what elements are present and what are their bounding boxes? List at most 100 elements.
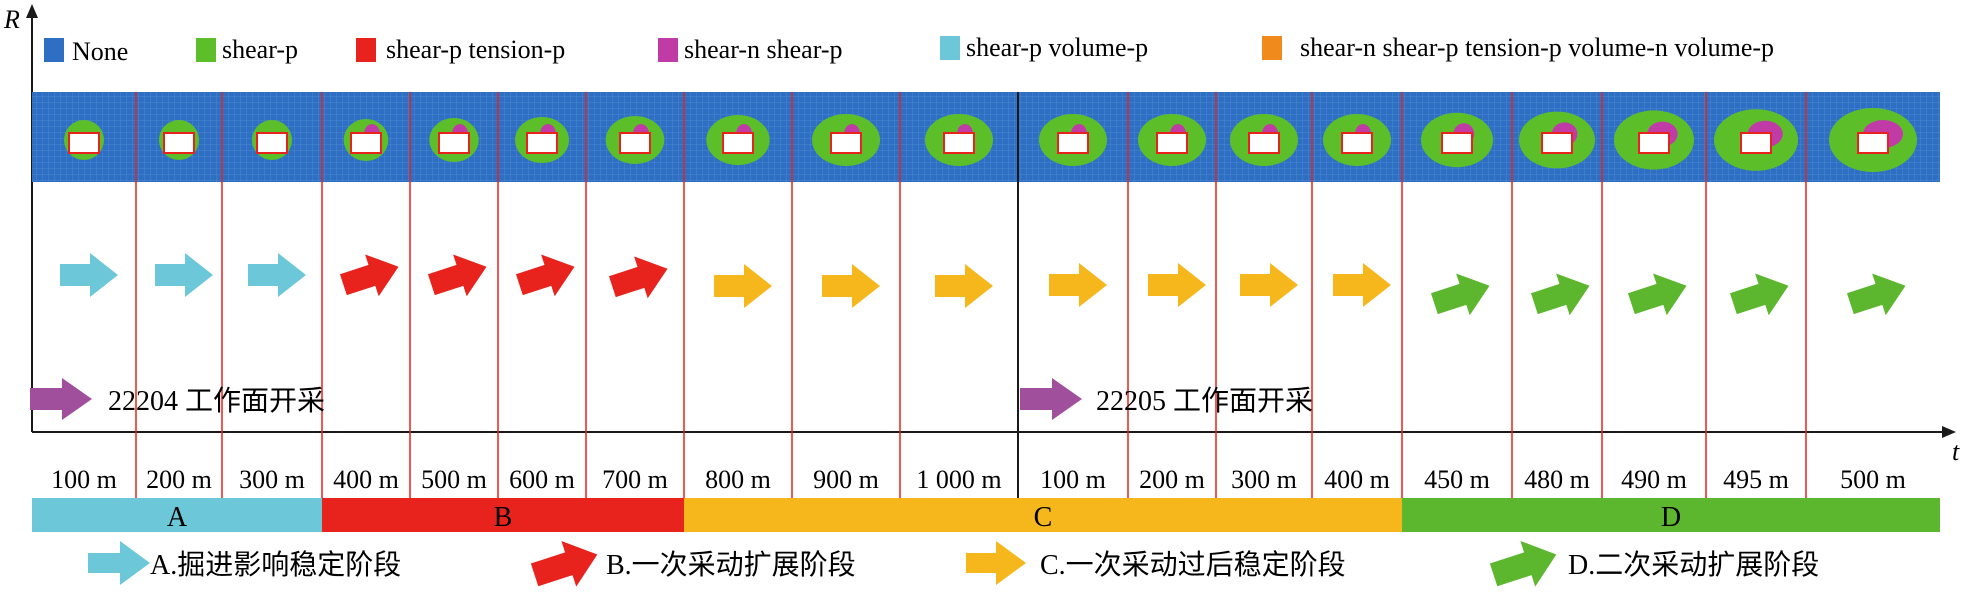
roadway-opening — [350, 132, 382, 154]
legend-label-shear-n-shear-p: shear-n shear-p — [684, 35, 843, 64]
roadway-opening — [256, 132, 288, 154]
stage-letter-b: B — [494, 502, 513, 533]
legend: None shear-p shear-p tension-p shear-n s… — [44, 33, 1774, 66]
roadway-opening — [722, 132, 754, 154]
x-axis-label: t — [1952, 437, 1960, 466]
legend-swatch-shear-p — [196, 38, 216, 62]
distance-label: 200 m — [146, 465, 212, 494]
face-marker-22204: 22204 工作面开采 — [30, 378, 325, 420]
distance-label: 700 m — [602, 465, 668, 494]
stage-arrow-icon — [1430, 273, 1490, 316]
stage-c-description: C.一次采动过后稳定阶段 — [1040, 549, 1346, 581]
legend-label-shear-p: shear-p — [222, 35, 298, 64]
panel-12: 200 m — [1138, 114, 1206, 494]
distance-label: 500 m — [421, 465, 487, 494]
panel-16: 480 m — [1519, 111, 1595, 494]
distance-label: 450 m — [1424, 465, 1490, 494]
roadway-opening — [619, 132, 651, 154]
panel-13: 300 m — [1230, 114, 1298, 494]
roadway-opening — [943, 132, 975, 154]
stage-legend: A.掘进影响稳定阶段 B.一次采动扩展阶段 C.一次采动过后稳定阶段 D.二次采… — [88, 540, 1819, 587]
stage-a-description: A.掘进影响稳定阶段 — [150, 549, 401, 581]
stage-bar: A B C D — [32, 498, 1940, 533]
stage-segment-d — [1402, 498, 1940, 532]
panel-19: 500 m — [1829, 108, 1917, 494]
legend-label-none: None — [72, 37, 128, 66]
panel-9: 900 m — [812, 114, 880, 494]
roadway-opening — [1248, 132, 1280, 154]
stage-segment-b — [322, 498, 684, 532]
distance-label: 200 m — [1139, 465, 1205, 494]
panels: 100 m 200 m 300 m 400 m 500 m 600 m 700 m 800 m… — [51, 92, 1917, 498]
roadway-opening — [1638, 132, 1670, 154]
stage-d-arrow-icon — [1489, 540, 1557, 587]
stage-arrow-icon — [1333, 263, 1391, 307]
panel-5: 500 m — [421, 118, 487, 494]
stage-arrow-icon — [1530, 273, 1590, 316]
stage-b-description: B.一次采动扩展阶段 — [606, 549, 856, 581]
legend-label-shear-p-volume-p: shear-p volume-p — [966, 33, 1148, 62]
stage-arrow-icon — [248, 253, 306, 297]
stage-arrow-icon — [515, 254, 575, 297]
distance-label: 300 m — [239, 465, 305, 494]
panel-1: 100 m — [51, 120, 118, 494]
distance-label: 495 m — [1723, 465, 1789, 494]
y-axis-label: R — [3, 5, 20, 34]
stage-letter-c: C — [1034, 502, 1053, 533]
roadway-opening — [1057, 132, 1089, 154]
panel-6: 600 m — [509, 117, 575, 494]
legend-label-shear-p-tension-p: shear-p tension-p — [386, 35, 565, 64]
stage-segment-a — [32, 498, 322, 532]
roadway-opening — [68, 132, 100, 154]
distance-label: 100 m — [1040, 465, 1106, 494]
face-label-22205: 22205 工作面开采 — [1096, 385, 1313, 417]
stage-segment-c — [684, 498, 1402, 532]
roadway-opening — [830, 132, 862, 154]
roadway-opening — [526, 132, 558, 154]
stage-arrow-icon — [60, 253, 118, 297]
legend-label-mixed: shear-n shear-p tension-p volume-n volum… — [1300, 33, 1774, 62]
face-arrow-22205-icon — [1020, 378, 1082, 420]
panel-14: 400 m — [1323, 114, 1391, 494]
stage-arrow-icon — [427, 254, 487, 297]
distance-label: 1 000 m — [916, 465, 1001, 494]
stage-arrow-icon — [155, 253, 213, 297]
distance-label: 400 m — [333, 465, 399, 494]
stage-arrow-icon — [935, 264, 993, 308]
stage-arrow-icon — [1148, 263, 1206, 307]
roadway-opening — [1857, 132, 1889, 154]
distance-label: 100 m — [51, 465, 117, 494]
panel-4: 400 m — [333, 119, 399, 494]
panel-2: 200 m — [146, 120, 213, 494]
distance-label: 480 m — [1524, 465, 1590, 494]
distance-label: 600 m — [509, 465, 575, 494]
panel-3: 300 m — [239, 120, 306, 494]
distance-label: 500 m — [1840, 465, 1906, 494]
panel-7: 700 m — [602, 116, 668, 494]
y-axis-arrowhead — [26, 4, 38, 18]
roadway-opening — [438, 132, 470, 154]
stage-arrow-icon — [1729, 273, 1789, 316]
roadway-opening — [1740, 132, 1772, 154]
stage-arrow-icon — [1846, 273, 1906, 316]
stage-arrow-icon — [714, 264, 772, 308]
face-arrow-22204-icon — [30, 378, 92, 420]
panel-10: 1 000 m — [916, 114, 1002, 494]
distance-label: 800 m — [705, 465, 771, 494]
stage-arrow-icon — [1240, 263, 1298, 307]
roadway-opening — [1541, 132, 1573, 154]
x-axis-arrowhead — [1942, 426, 1956, 438]
stage-arrow-icon — [1049, 263, 1107, 307]
legend-swatch-shear-n-shear-p — [658, 38, 678, 62]
stage-letter-d: D — [1661, 502, 1681, 533]
roadway-opening — [1341, 132, 1373, 154]
stage-arrow-icon — [1627, 273, 1687, 316]
stage-letter-a: A — [167, 502, 188, 533]
panel-8: 800 m — [705, 115, 772, 494]
roadway-opening — [163, 132, 195, 154]
legend-swatch-shear-p-volume-p — [940, 36, 960, 60]
stage-c-arrow-icon — [966, 541, 1026, 585]
panel-11: 100 m — [1039, 114, 1107, 494]
legend-swatch-mixed — [1262, 36, 1282, 60]
